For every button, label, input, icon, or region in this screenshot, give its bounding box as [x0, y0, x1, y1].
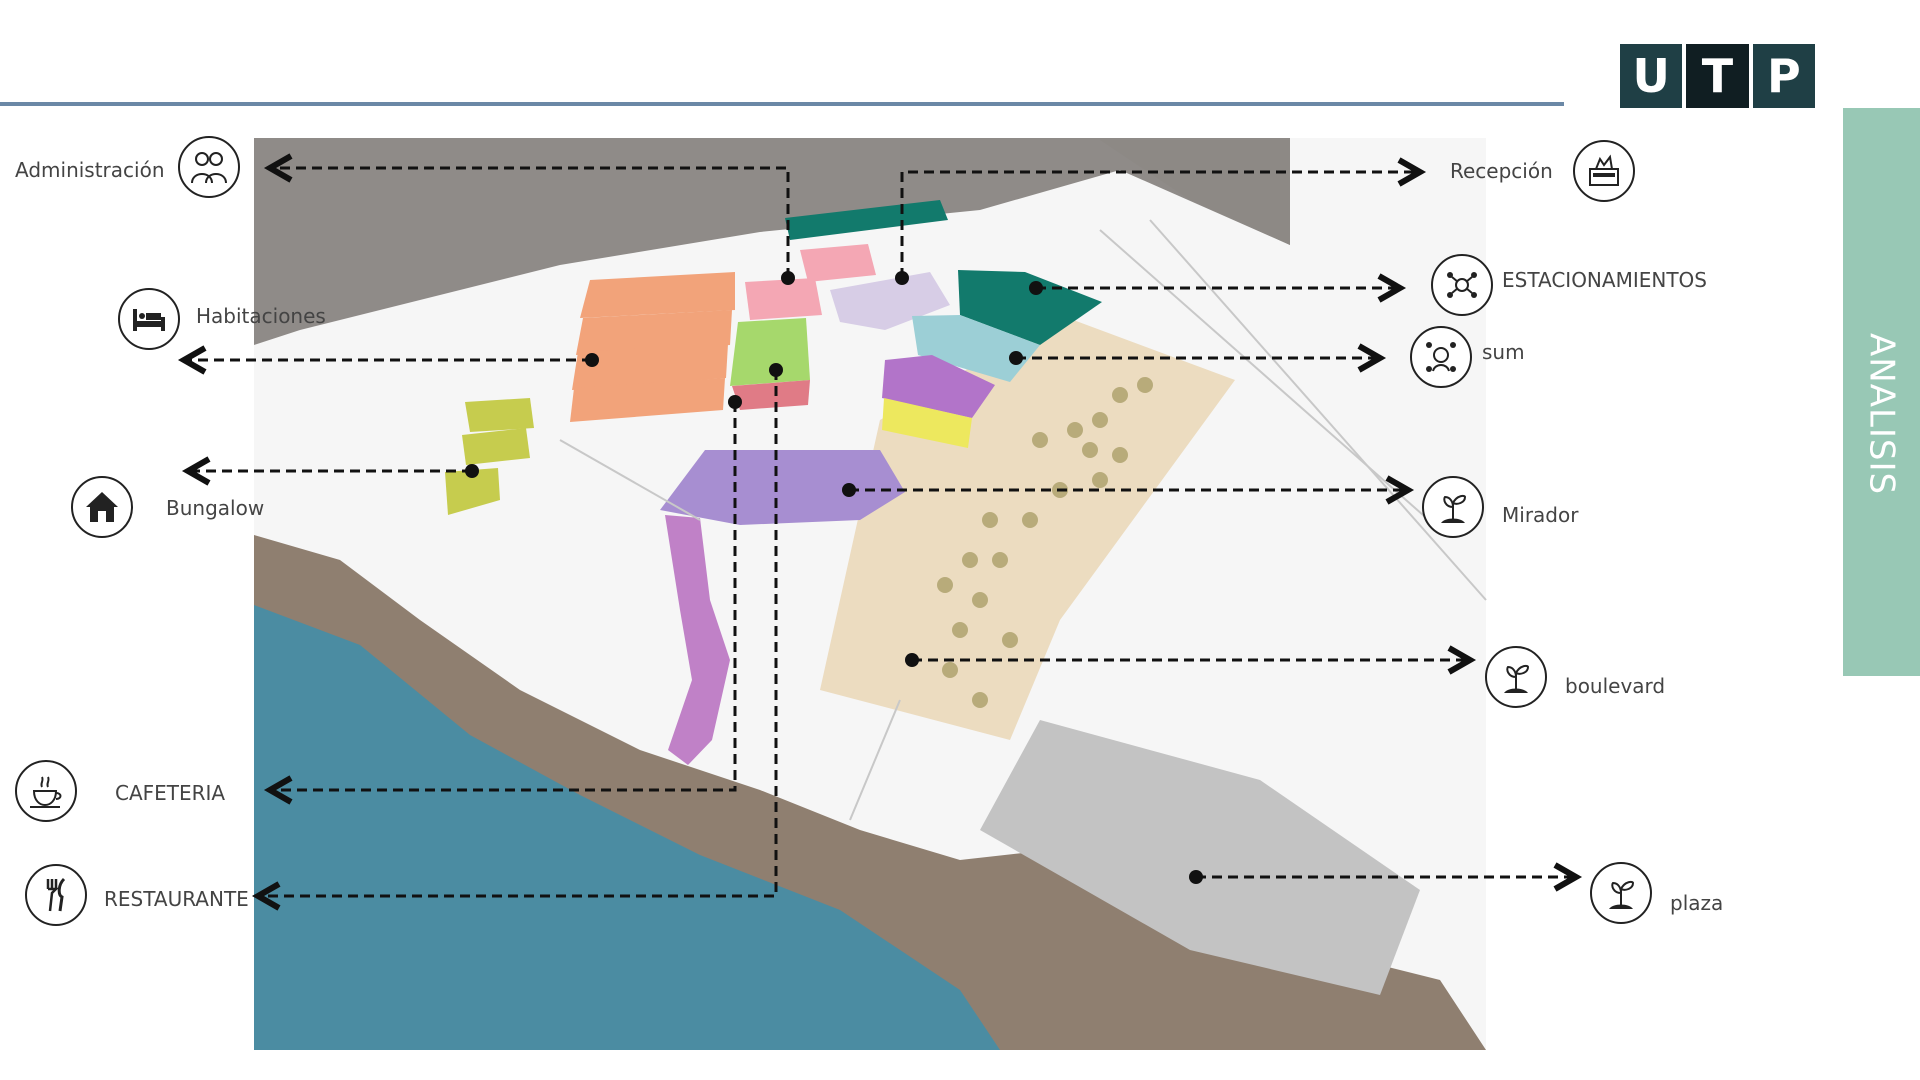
leader-restaurante	[251, 370, 778, 911]
sprout-icon	[1590, 862, 1652, 924]
reception-desk-icon	[1573, 140, 1635, 202]
plaza-area	[980, 720, 1420, 995]
administracion-block	[830, 272, 950, 330]
people-icon	[178, 136, 240, 198]
bed-icon	[118, 288, 180, 350]
label-bungalow: Bungalow	[166, 496, 265, 520]
yellow-block	[882, 398, 972, 448]
sprout-icon	[1485, 646, 1547, 708]
header-divider	[0, 102, 1564, 106]
label-habitaciones: Habitaciones	[196, 304, 326, 328]
ground-area-northeast	[1100, 140, 1290, 245]
mirador-area	[660, 450, 905, 525]
tree-cluster	[937, 377, 1153, 708]
sprout-icon	[1422, 476, 1484, 538]
label-sum: sum	[1482, 340, 1525, 364]
restaurante-base	[732, 380, 810, 410]
purple-block	[882, 355, 995, 418]
label-estacionamientos: ESTACIONAMIENTOS	[1502, 268, 1707, 292]
leader-dots	[465, 271, 1203, 884]
side-tab[interactable]: ANALISIS	[1843, 108, 1920, 676]
logo-letter-p: P	[1752, 44, 1815, 108]
logo-letter-u: U	[1620, 44, 1683, 108]
restaurante-block	[730, 318, 810, 386]
estacionamientos-block	[958, 270, 1102, 345]
leader-administracion	[263, 153, 790, 278]
recepcion-upper	[800, 244, 876, 282]
label-recepcion: Recepción	[1450, 159, 1553, 183]
cutlery-icon	[25, 864, 87, 926]
pathway	[665, 515, 730, 765]
leader-lines	[177, 153, 1583, 911]
teal-strip	[785, 200, 948, 240]
recepcion-block	[745, 278, 822, 320]
house-icon	[71, 476, 133, 538]
side-tab-label: ANALISIS	[1861, 333, 1902, 496]
label-mirador: Mirador	[1502, 503, 1579, 527]
leader-cafeteria	[263, 402, 737, 805]
sum-block	[912, 315, 1040, 382]
grid-lines	[559, 219, 1487, 821]
logo-letter-t: T	[1686, 44, 1749, 108]
label-restaurante: RESTAURANTE	[104, 887, 249, 911]
label-plaza: plaza	[1670, 891, 1724, 915]
parking-network-icon	[1431, 254, 1493, 316]
label-boulevard: boulevard	[1565, 674, 1666, 698]
label-administracion: Administración	[15, 158, 165, 182]
utp-logo: U T P	[1620, 44, 1815, 108]
leader-recepcion	[900, 157, 1427, 278]
site-plan	[177, 138, 1583, 1050]
coffee-cup-icon	[15, 760, 77, 822]
meeting-network-icon	[1410, 326, 1472, 388]
bungalow-blocks	[445, 398, 534, 515]
habitaciones-blocks	[570, 272, 735, 422]
label-cafeteria: CAFETERIA	[115, 781, 226, 805]
ground-area-north	[254, 138, 1290, 345]
